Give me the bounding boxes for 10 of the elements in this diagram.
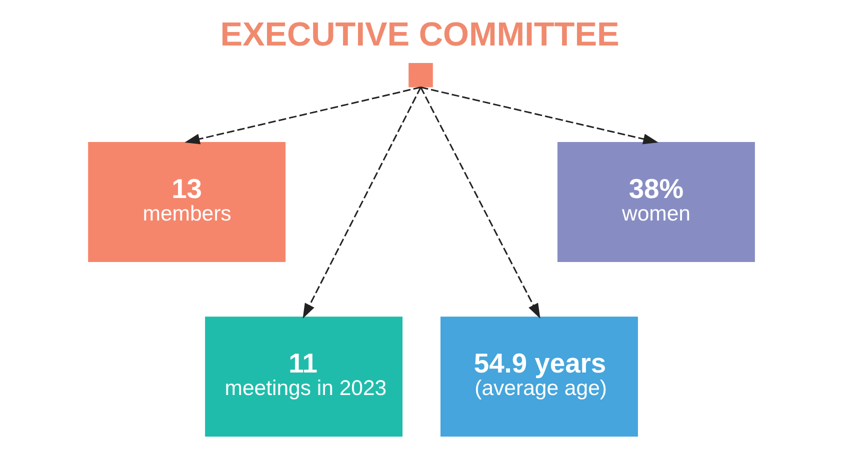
node-box <box>408 62 432 88</box>
arrow <box>184 86 420 144</box>
node-box: 13 members <box>88 142 286 262</box>
node-box: 11 meetings in 2023 <box>204 316 402 437</box>
arrow <box>302 86 421 319</box>
node-box: 54.9 years (average age) <box>440 316 638 437</box>
diagram-title: EXECUTIVE COMMITTEE <box>220 16 619 54</box>
arrow <box>420 86 658 144</box>
node-box: 38% women <box>556 142 754 262</box>
arrow <box>420 86 540 319</box>
